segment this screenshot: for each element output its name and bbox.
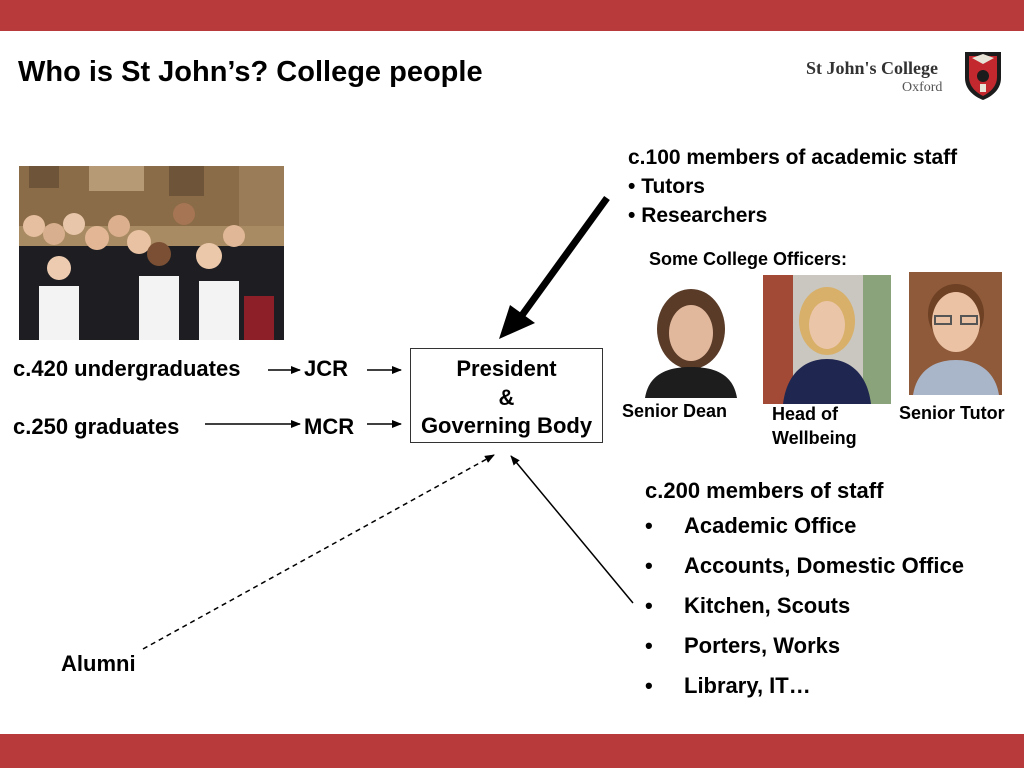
staff-bullet: • [645,553,653,578]
governing-body-box: President & Governing Body [410,348,603,443]
mcr-label: MCR [304,414,355,439]
academic-staff-item: • Tutors [628,175,705,198]
arrow-academic-staff-head [499,305,535,339]
governing-body-line-president: President [456,356,557,381]
staff-item: Accounts, Domestic Office [684,553,964,578]
staff-bullet: • [645,593,653,618]
slide-title: Who is St John’s? College people [18,56,483,88]
arrow-staff-to-governing-body [510,455,634,604]
logo-college-name: St John's College [806,58,939,78]
staff-item: Academic Office [684,513,857,538]
governing-body-line-ampersand: & [498,385,515,410]
officers-heading: Some College Officers: [649,249,848,269]
top-band [0,0,1024,31]
staff-bullet: • [645,633,653,658]
graduates-label: c.250 graduates [13,414,180,439]
staff-heading: c.200 members of staff [645,478,884,503]
bottom-band [0,734,1024,768]
governing-body-line-body: Governing Body [420,413,593,438]
alumni-label: Alumni [61,651,136,676]
senior-dean-photo [639,281,741,398]
staff-item: Kitchen, Scouts [684,593,851,618]
staff-bullet: • [645,673,653,698]
undergraduates-label: c.420 undergraduates [13,356,241,381]
jcr-label: JCR [304,356,349,381]
head-of-wellbeing-photo [763,275,891,404]
head-of-wellbeing-label: Head of [772,404,839,424]
head-of-wellbeing-label: Wellbeing [772,428,857,448]
staff-item: Library, IT… [684,673,811,698]
senior-tutor-photo [909,272,1002,395]
academic-staff-item-label: Researchers [641,204,768,227]
senior-tutor-label: Senior Tutor [899,403,1005,423]
arrow-academic-staff-shaft [517,195,610,321]
academic-staff-heading: c.100 members of academic staff [628,146,958,169]
staff-bullet: • [645,513,653,538]
staff-item: Porters, Works [684,633,841,658]
academic-staff-item: • Researchers [628,204,768,227]
college-crest-icon [965,52,1001,100]
senior-dean-label: Senior Dean [622,401,728,421]
academic-staff-item-label: Tutors [641,175,705,198]
arrow-alumni-to-governing-body [142,454,495,650]
logo-location: Oxford [902,80,943,95]
students-group-photo [19,166,284,340]
